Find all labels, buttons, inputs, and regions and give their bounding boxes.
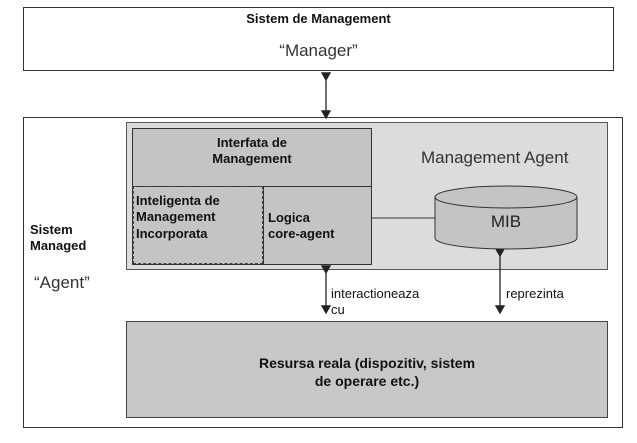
mib-cylinder [434, 185, 578, 250]
managed-system-title: Sistem Managed [30, 222, 87, 254]
mib-label: MIB [490, 212, 522, 231]
management-interface-label: Interfata de Management [212, 135, 292, 167]
real-resource-box: Resursa reala (dispozitiv, sistem de ope… [126, 321, 608, 418]
core-agent-logic-label: Logica core-agent [268, 210, 335, 242]
agent-inner-block [132, 128, 372, 265]
intelligence-box [133, 186, 263, 264]
agent-label: “Agent” [34, 273, 90, 292]
real-resource-label: Resursa reala (dispozitiv, sistem de ope… [258, 355, 476, 389]
manager-system-box: Sistem de Management “Manager” [23, 7, 614, 71]
core-logic-divider [263, 187, 264, 264]
incorporated-intelligence-label: Inteligenta de Management Incorporata [136, 193, 220, 241]
interacts-with-label: interactioneaza cu [331, 286, 420, 317]
manager-system-title: Sistem de Management [246, 11, 391, 26]
represents-label: reprezinta [506, 286, 564, 301]
manager-label: “Manager” [279, 41, 358, 60]
management-agent-label: Management Agent [421, 148, 569, 167]
